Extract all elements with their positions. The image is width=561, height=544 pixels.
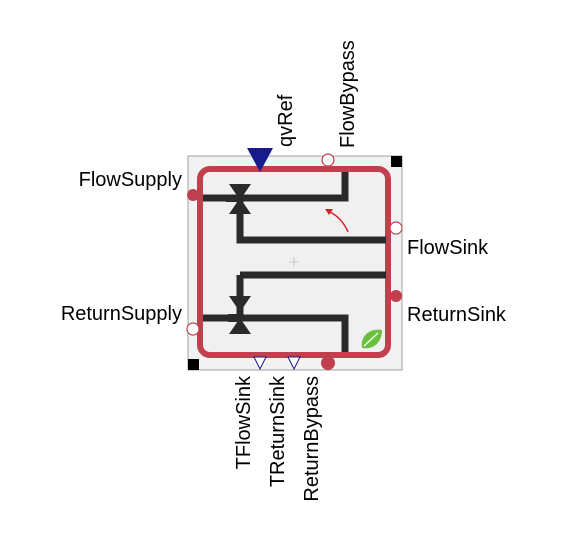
upper-valve-icon [226,184,251,214]
flow-direction-arrow-icon [325,209,349,233]
flow-supply-label: FlowSupply [79,169,182,191]
return-sink-port[interactable] [390,290,402,302]
qvref-port[interactable] [247,148,273,172]
flow-bypass-label: FlowBypass [337,40,359,148]
leaf-icon [361,329,382,349]
t-return-sink-label: TReturnSink [267,375,289,487]
return-supply-label: ReturnSupply [61,303,182,325]
return-bypass-port[interactable] [321,356,335,370]
lower-valve-icon [228,296,251,334]
return-sink-label: ReturnSink [407,304,507,326]
t-return-sink-port[interactable] [287,356,301,371]
return-supply-port[interactable] [186,322,200,336]
flow-bypass-port[interactable] [321,153,335,167]
t-flow-sink-port[interactable] [253,356,267,371]
resize-handle-top-right[interactable] [391,156,402,167]
resize-handle-bottom-left[interactable] [188,359,199,370]
t-flow-sink-label: TFlowSink [233,375,255,469]
flow-sink-port[interactable] [389,221,403,235]
flow-sink-label: FlowSink [407,237,489,259]
center-cross [289,257,299,267]
flow-supply-port[interactable] [187,189,199,201]
return-bypass-label: ReturnBypass [301,376,323,502]
qvref-label: qvRef [275,94,297,147]
